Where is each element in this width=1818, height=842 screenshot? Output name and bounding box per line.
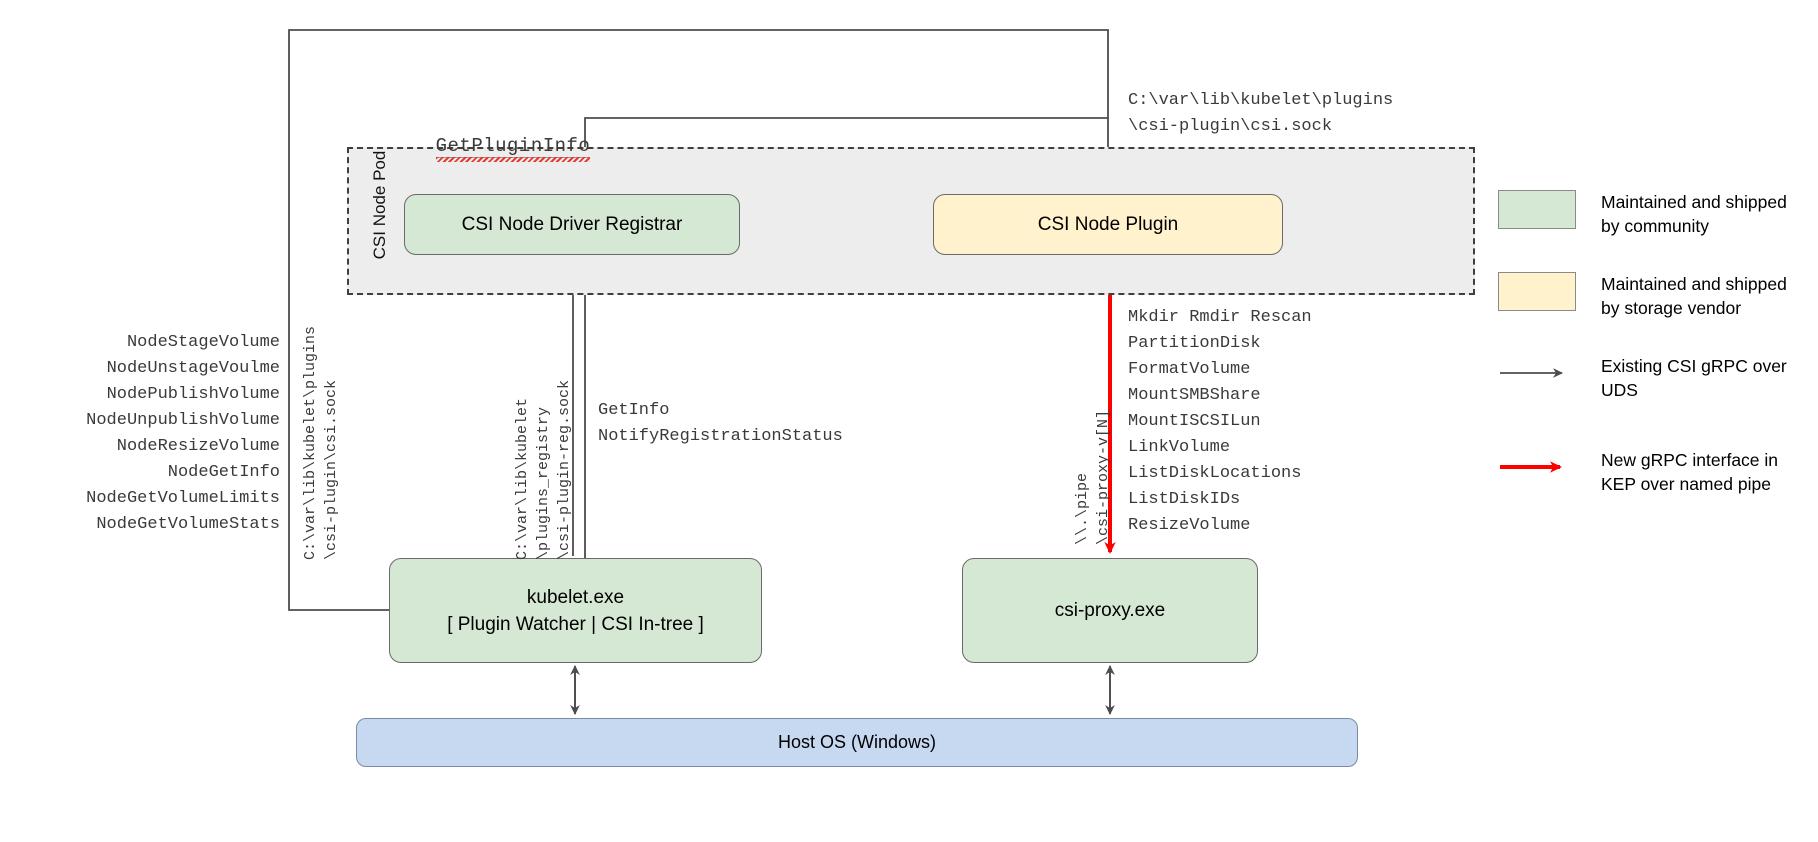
label-csi-proxy-operations: Mkdir Rmdir Rescan PartitionDisk FormatV… xyxy=(1128,308,1312,535)
legend-label-existing-grpc: Existing CSI gRPC over UDS xyxy=(1601,356,1787,400)
label-registration-rpcs: GetInfo NotifyRegistrationStatus xyxy=(598,401,843,446)
label-node-plugin-socket-path: C:\var\lib\kubelet\plugins \csi-plugin\c… xyxy=(1128,91,1394,136)
node-label: Host OS (Windows) xyxy=(777,732,937,752)
legend-swatch-green xyxy=(1498,190,1576,229)
node-csi-proxy-exe[interactable]: csi-proxy.exe xyxy=(962,558,1258,663)
legend-arrow-gray-icon xyxy=(1498,354,1576,393)
csi-node-pod-label: CSI Node Pod xyxy=(370,150,389,260)
legend-item-new-grpc: New gRPC interface in KEP over named pip… xyxy=(1498,448,1798,496)
legend-item-existing-grpc: Existing CSI gRPC over UDS xyxy=(1498,354,1798,402)
legend-swatch-yellow xyxy=(1498,272,1576,311)
label-vertical-named-pipe: \\.\pipe \csi-proxy-v[N] xyxy=(1074,409,1112,545)
legend: Maintained and shipped by community Main… xyxy=(1498,190,1798,542)
node-label-line1: kubelet.exe xyxy=(526,586,625,608)
node-host-os[interactable]: Host OS (Windows) xyxy=(356,718,1358,767)
node-label-line2: [ Plugin Watcher | CSI In-tree ] xyxy=(447,613,704,635)
node-csi-node-driver-registrar[interactable]: CSI Node Driver Registrar xyxy=(404,194,740,255)
legend-item-community: Maintained and shipped by community xyxy=(1498,190,1798,238)
label-vertical-plugins-registry-sock: C:\var\lib\kubelet \plugins_registry \cs… xyxy=(514,379,573,560)
label-get-plugin-info: GetPluginInfo xyxy=(388,113,591,180)
node-csi-node-plugin[interactable]: CSI Node Plugin xyxy=(933,194,1283,255)
legend-label-new-grpc: New gRPC interface in KEP over named pip… xyxy=(1601,450,1779,494)
legend-label-community: Maintained and shipped by community xyxy=(1601,192,1787,236)
legend-arrow-red-icon xyxy=(1498,448,1576,487)
node-label: CSI Node Driver Registrar xyxy=(461,214,683,235)
legend-item-vendor: Maintained and shipped by storage vendor xyxy=(1498,272,1798,320)
label-get-plugin-info-text: GetPluginInfo xyxy=(435,135,591,162)
node-label: csi-proxy.exe xyxy=(1054,600,1166,621)
label-node-service-rpcs: NodeStageVolume NodeUnstageVoulme NodePu… xyxy=(86,333,280,534)
node-label: CSI Node Plugin xyxy=(1037,214,1179,235)
label-vertical-kubelet-csi-sock: C:\var\lib\kubelet\plugins \csi-plugin\c… xyxy=(302,325,340,560)
legend-label-vendor: Maintained and shipped by storage vendor xyxy=(1601,274,1787,318)
node-kubelet-exe[interactable]: kubelet.exe [ Plugin Watcher | CSI In-tr… xyxy=(389,558,762,663)
